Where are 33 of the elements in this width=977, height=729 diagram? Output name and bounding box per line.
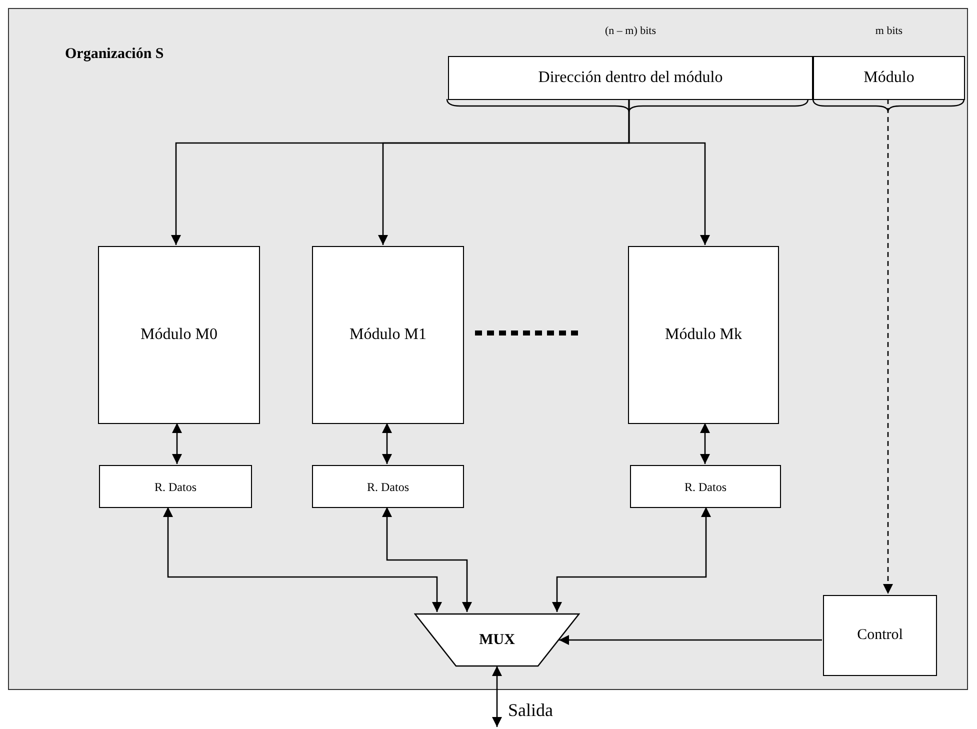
- node-label: Módulo Mk: [665, 325, 742, 345]
- node-label: Módulo M0: [140, 325, 218, 345]
- node-label: Dirección dentro del módulo: [538, 68, 723, 88]
- node-label: R. Datos: [367, 478, 409, 496]
- bit-width-label: m bits: [874, 24, 904, 39]
- arrow: [628, 99, 710, 245]
- node-label: R. Datos: [684, 478, 726, 496]
- mux-trapezoid: [414, 613, 580, 667]
- arrow: [163, 507, 442, 612]
- arrow: [552, 507, 711, 612]
- node-label: Control: [857, 626, 903, 646]
- arrow: [492, 666, 502, 727]
- data-register-box: [312, 465, 464, 508]
- arrow: [700, 423, 710, 464]
- control-box: [823, 595, 937, 676]
- arrow: [559, 635, 822, 645]
- organization-panel: [8, 8, 968, 690]
- arrow: [172, 423, 182, 464]
- arrow: [382, 507, 472, 612]
- bit-width-label: (n – m) bits: [604, 24, 658, 39]
- data-register-box: [630, 465, 781, 508]
- memory-module-box: [98, 246, 260, 424]
- node-label: MUX: [479, 630, 515, 650]
- node-label: R. Datos: [154, 478, 196, 496]
- panel-heading: Organización S: [65, 45, 164, 64]
- node-label: Módulo M1: [350, 325, 426, 345]
- output-label: Salida: [508, 699, 553, 722]
- dashed-arrow: [883, 99, 893, 594]
- node-label: Módulo: [864, 68, 914, 88]
- data-register-box: [99, 465, 252, 508]
- memory-module-box: [628, 246, 779, 424]
- memory-module-box: [312, 246, 464, 424]
- arrow: [382, 423, 392, 464]
